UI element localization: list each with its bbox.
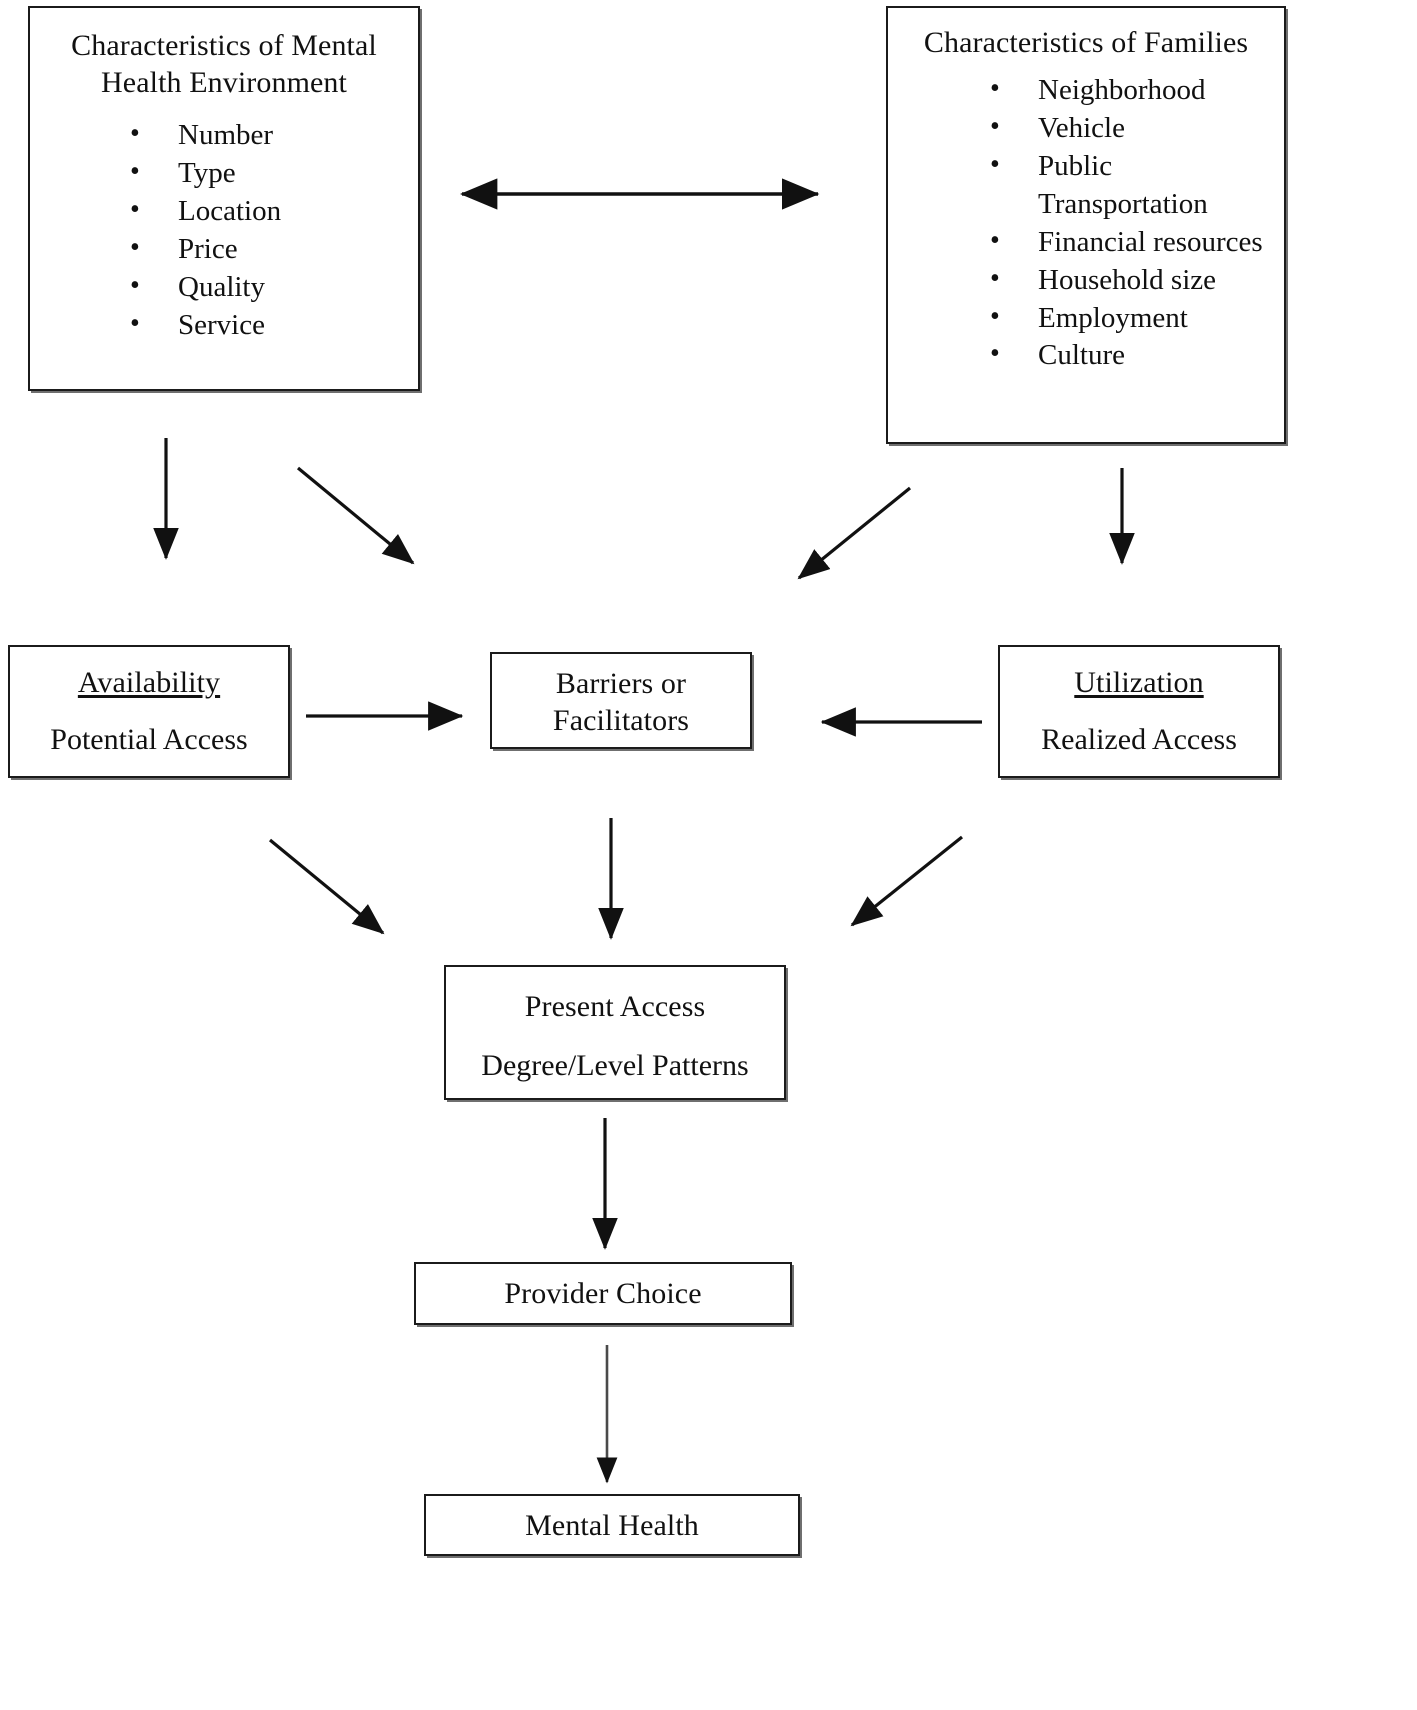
list-item: Price [116,230,408,269]
node-title: Availability [77,666,221,699]
edge-families-barriers [797,486,912,580]
node-subtitle: Degree/Level Patterns [481,1048,749,1082]
node-mental-health-environment[interactable]: Characteristics of Mental Health Environ… [28,6,420,391]
edge-mhe-barriers [296,466,415,565]
edge-utilization-present [850,835,963,927]
list-item: Culture [976,336,1274,375]
list-item: Vehicle [976,109,1274,148]
title-line-2: Health Environment [101,65,347,99]
families-bullet-list: Neighborhood Vehicle Public Transportati… [976,71,1274,376]
node-subtitle: Potential Access [50,722,248,756]
list-item: Location [116,192,408,231]
list-item: Service [116,306,408,345]
list-item: Number [116,116,408,155]
node-title: Characteristics of Mental Health Environ… [40,28,408,101]
title-line-2: Facilitators [552,703,690,737]
node-title: Mental Health [525,1509,699,1542]
list-item: Neighborhood [976,71,1274,110]
node-present-access[interactable]: Present Access Degree/Level Patterns [444,965,786,1100]
title-line-1: Barriers or [555,667,687,700]
list-item: Household size [976,261,1274,300]
edge-availability-present [268,838,385,935]
list-item: Financial resources [976,223,1274,262]
mhe-bullet-list: Number Type Location Price Quality Servi… [116,116,408,345]
node-subtitle: Realized Access [1041,722,1237,756]
list-item: Employment [976,299,1274,338]
node-title: Utilization [1074,666,1204,699]
node-barriers-or-facilitators[interactable]: Barriers or Facilitators [490,652,752,749]
node-availability[interactable]: Availability Potential Access [8,645,290,778]
node-characteristics-of-families[interactable]: Characteristics of Families Neighborhood… [886,6,1286,444]
node-provider-choice[interactable]: Provider Choice [414,1262,792,1325]
node-mental-health[interactable]: Mental Health [424,1494,800,1556]
node-utilization[interactable]: Utilization Realized Access [998,645,1280,778]
node-title: Present Access [524,990,706,1023]
list-item: Public Transportation [976,147,1274,224]
title-line-1: Characteristics of Mental [71,29,377,62]
node-title: Characteristics of Families [923,26,1249,59]
node-title: Barriers or Facilitators [492,666,750,739]
list-item: Type [116,154,408,193]
node-title: Provider Choice [504,1277,702,1310]
list-item: Quality [116,268,408,307]
